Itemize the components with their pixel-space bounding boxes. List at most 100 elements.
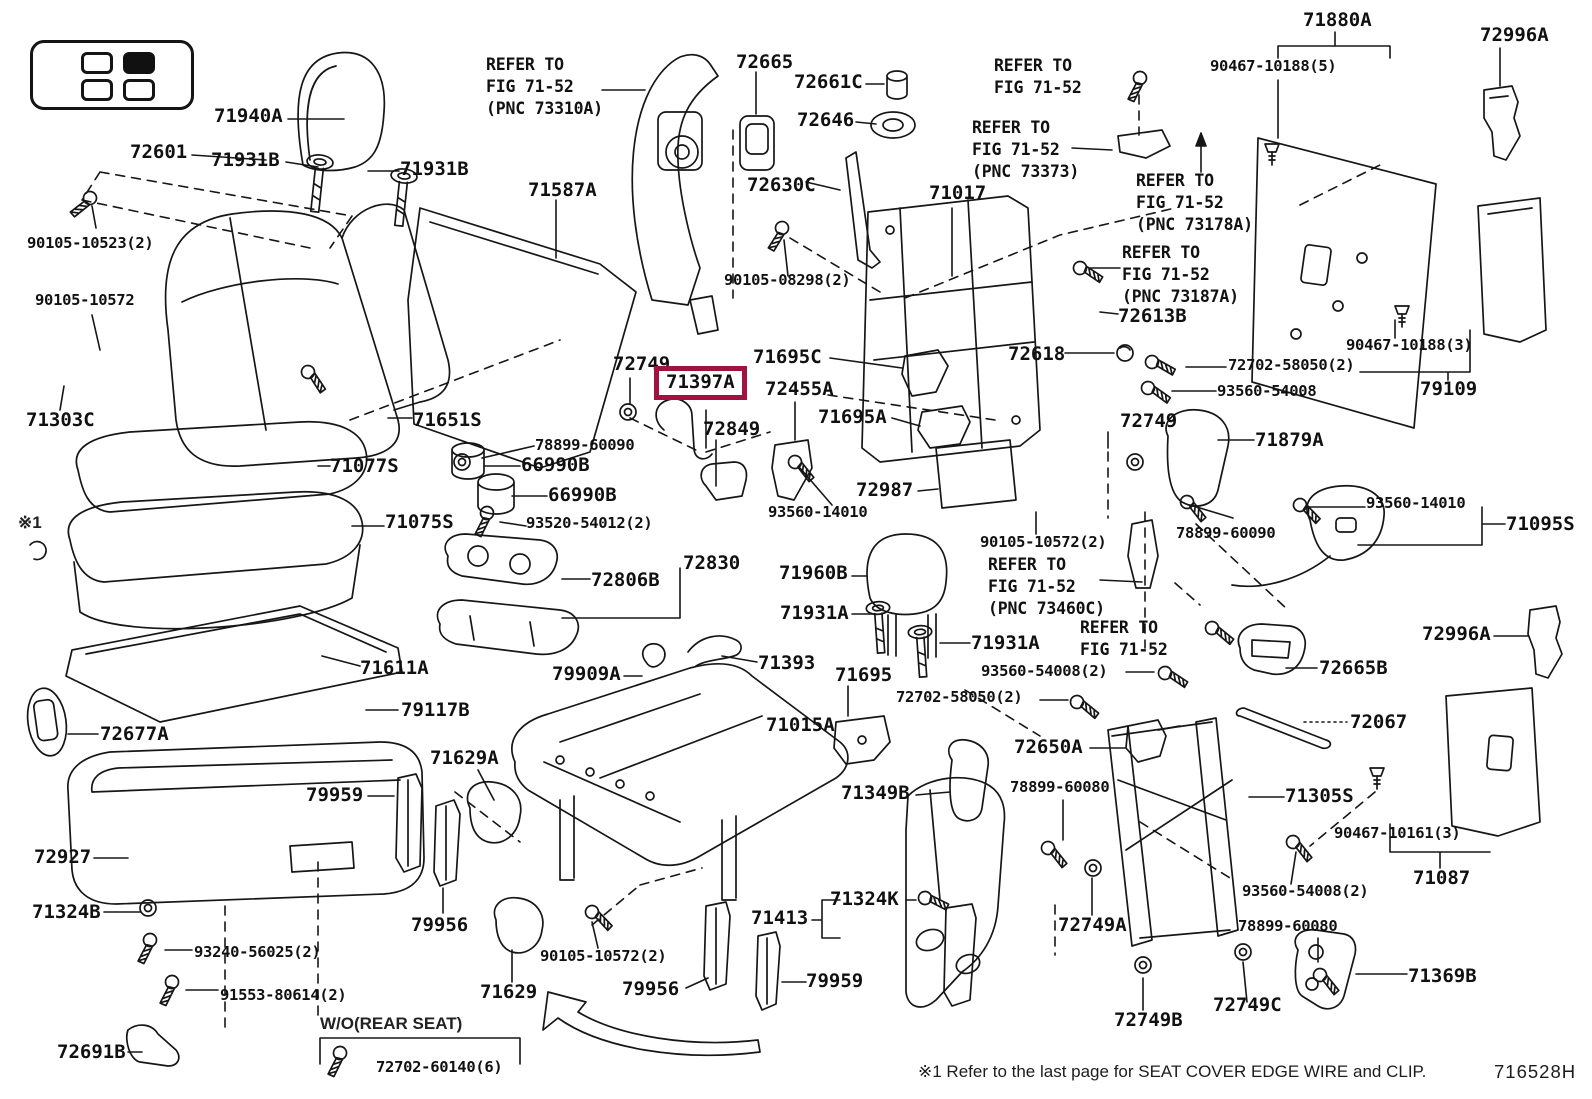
part-label-90467-10161-3[interactable]: 90467-10161(3) [1334,824,1461,842]
part-label-71303c[interactable]: 71303C [26,409,95,431]
part-label-72996a[interactable]: 72996A [1422,623,1491,645]
part-label-72849[interactable]: 72849 [703,418,761,440]
part-label-71413[interactable]: 71413 [751,907,809,929]
part-label-93560-14010[interactable]: 93560-14010 [1366,494,1466,512]
part-label-72749c[interactable]: 72749C [1213,994,1282,1016]
part-label-71931b[interactable]: 71931B [211,149,280,171]
part-label-79959[interactable]: 79959 [306,784,364,806]
part-label-71077s[interactable]: 71077S [330,455,399,477]
part-label-72618[interactable]: 72618 [1008,343,1066,365]
part-label-71931a[interactable]: 71931A [780,602,849,624]
part-label-72702-58050-2[interactable]: 72702-58050(2) [896,688,1023,706]
part-label-71393[interactable]: 71393 [758,652,816,674]
part-label-72067[interactable]: 72067 [1350,711,1408,733]
part-label-71075s[interactable]: 71075S [385,511,454,533]
part-label-93560-14010[interactable]: 93560-14010 [768,503,868,521]
part-label-71587a[interactable]: 71587A [528,179,597,201]
part-label-71931b[interactable]: 71931B [400,158,469,180]
part-label-71695[interactable]: 71695 [835,664,893,686]
part-label-78899-60080[interactable]: 78899-60080 [1238,917,1338,935]
part-label-90467-10188-5[interactable]: 90467-10188(5) [1210,57,1337,75]
refer-note-refer-to-fig-71-52-pnc-73187a: REFER TO FIG 71-52 (PNC 73187A) [1122,243,1239,306]
fasteners [68,69,1410,1079]
part-label-72927[interactable]: 72927 [34,846,92,868]
part-label-93560-54008[interactable]: 93560-54008 [1217,382,1317,400]
seat-position-indicator [30,40,194,110]
part-label-71879a[interactable]: 71879A [1255,429,1324,451]
part-label-91553-80614-2[interactable]: 91553-80614(2) [220,986,347,1004]
part-label-71695a[interactable]: 71695A [818,406,887,428]
part-label-93520-54012-2[interactable]: 93520-54012(2) [526,514,653,532]
part-label-71629a[interactable]: 71629A [430,747,499,769]
refer-note-refer-to-fig-71-52: REFER TO FIG 71-52 [994,56,1082,97]
part-label-71369b[interactable]: 71369B [1408,965,1477,987]
part-label-71324k[interactable]: 71324K [830,888,899,910]
legend-cell [81,79,113,101]
part-label-72749[interactable]: 72749 [1120,410,1178,432]
part-label-71015a[interactable]: 71015A [766,714,835,736]
part-label-71629[interactable]: 71629 [480,981,538,1003]
part-label-72749a[interactable]: 72749A [1058,914,1127,936]
part-label-78899-60090[interactable]: 78899-60090 [1176,524,1276,542]
part-label-72677a[interactable]: 72677A [100,723,169,745]
part-label-72830[interactable]: 72830 [683,552,741,574]
part-label-72646[interactable]: 72646 [797,109,855,131]
part-label-72665[interactable]: 72665 [736,51,794,73]
part-label-72661c[interactable]: 72661C [794,71,863,93]
part-label-72630c[interactable]: 72630C [747,174,816,196]
part-label-71349b[interactable]: 71349B [841,782,910,804]
part-label-71397a[interactable]: 71397A [654,366,747,400]
seat-position-grid [81,52,155,101]
part-label-72601[interactable]: 72601 [130,141,188,163]
part-label-72665b[interactable]: 72665B [1319,657,1388,679]
part-label-72455a[interactable]: 72455A [765,378,834,400]
footnote: ※1 Refer to the last page for SEAT COVER… [918,1062,1427,1081]
part-label-79909a[interactable]: 79909A [552,663,621,685]
part-label-93240-56025-2[interactable]: 93240-56025(2) [194,943,321,961]
legend-cell-selected [123,52,155,74]
part-label-71880a[interactable]: 71880A [1303,9,1372,31]
part-label-71095s[interactable]: 71095S [1506,513,1575,535]
refer-note-refer-to-fig-71-52-pnc-73373: REFER TO FIG 71-52 (PNC 73373) [972,118,1080,181]
part-label-79956[interactable]: 79956 [622,978,680,1000]
part-label-71017[interactable]: 71017 [929,182,987,204]
part-label-90105-08298-2[interactable]: 90105-08298(2) [724,271,851,289]
part-label-93560-54008-2[interactable]: 93560-54008(2) [1242,882,1369,900]
note-label-w-o-rear-seat: W/O(REAR SEAT) [320,1014,463,1033]
part-label-72996a[interactable]: 72996A [1480,24,1549,46]
part-label-79109[interactable]: 79109 [1420,378,1478,400]
part-label-71695c[interactable]: 71695C [753,346,822,368]
part-label-72650a[interactable]: 72650A [1014,736,1083,758]
part-label-66990b[interactable]: 66990B [548,484,617,506]
part-label-71087[interactable]: 71087 [1413,867,1471,889]
part-label-90467-10188-3[interactable]: 90467-10188(3) [1346,336,1473,354]
part-label-90105-10572-2[interactable]: 90105-10572(2) [540,947,667,965]
part-label-79956[interactable]: 79956 [411,914,469,936]
part-label-72691b[interactable]: 72691B [57,1041,126,1063]
part-label-90105-10572[interactable]: 90105-10572 [35,291,135,309]
part-label-71940a[interactable]: 71940A [214,105,283,127]
part-label-72987[interactable]: 72987 [856,479,914,501]
part-label-72702-58050-2[interactable]: 72702-58050(2) [1228,356,1355,374]
part-label-66990b[interactable]: 66990B [521,454,590,476]
part-label-72806b[interactable]: 72806B [591,569,660,591]
part-label-72613b[interactable]: 72613B [1118,305,1187,327]
part-label-78899-60090[interactable]: 78899-60090 [535,436,635,454]
diagram-code: 716528H [1494,1061,1577,1082]
part-label-71931a[interactable]: 71931A [971,632,1040,654]
part-label-78899-60080[interactable]: 78899-60080 [1010,778,1110,796]
part-label-71960b[interactable]: 71960B [779,562,848,584]
part-label-72702-60140-6[interactable]: 72702-60140(6) [376,1058,503,1076]
part-label-79959[interactable]: 79959 [806,970,864,992]
part-label-72749b[interactable]: 72749B [1114,1009,1183,1031]
part-label-90105-10523-2[interactable]: 90105-10523(2) [27,234,154,252]
leader-lines [60,32,1528,1064]
part-label-71651s[interactable]: 71651S [413,409,482,431]
part-label-90105-10572-2[interactable]: 90105-10572(2) [980,533,1107,551]
part-label-71611a[interactable]: 71611A [360,657,429,679]
part-label-93560-54008-2[interactable]: 93560-54008(2) [981,662,1108,680]
part-label-71324b[interactable]: 71324B [32,901,101,923]
part-label-79117b[interactable]: 79117B [401,699,470,721]
part-label-71305s[interactable]: 71305S [1285,785,1354,807]
